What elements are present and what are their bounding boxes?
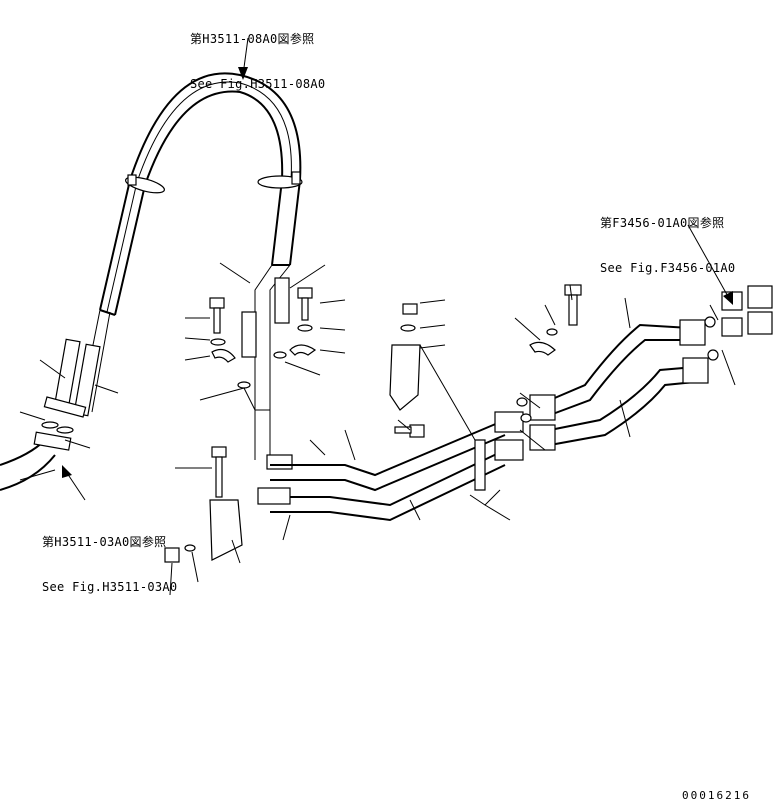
callout-top-hose-en: See Fig.H3511-08A0 bbox=[190, 77, 326, 91]
hose-clamp-right bbox=[257, 171, 303, 189]
callout-right-group: 第F3456-01A0図参照 See Fig.F3456-01A0 bbox=[600, 186, 735, 291]
right-hoses bbox=[529, 284, 709, 451]
callout-right-group-ja: 第F3456-01A0図参照 bbox=[600, 216, 725, 230]
hose-clamp-left bbox=[125, 174, 165, 194]
center-hoses bbox=[241, 264, 293, 470]
leader-lines bbox=[19, 262, 736, 596]
drawing-number: 00016216 bbox=[682, 789, 751, 802]
right-fittings bbox=[704, 285, 773, 361]
callout-left-pipe-ja: 第H3511-03A0図参照 bbox=[42, 535, 167, 549]
bolt-set-left bbox=[209, 287, 317, 389]
bracket-bottom-left bbox=[164, 446, 243, 563]
callout-left-pipe-en: See Fig.H3511-03A0 bbox=[42, 580, 178, 594]
hose-left-end bbox=[41, 309, 111, 434]
main-pipes bbox=[257, 411, 524, 522]
pipe-left bbox=[0, 431, 72, 491]
bracket-upper bbox=[389, 303, 486, 491]
callout-left-pipe: 第H3511-03A0図参照 See Fig.H3511-03A0 bbox=[42, 505, 177, 610]
callout-right-group-en: See Fig.F3456-01A0 bbox=[600, 261, 736, 275]
callout-top-hose: 第H3511-08A0図参照 See Fig.H3511-08A0 bbox=[190, 2, 325, 107]
callout-arrows bbox=[62, 37, 733, 501]
callout-top-hose-ja: 第H3511-08A0図参照 bbox=[190, 32, 315, 46]
hose-loop bbox=[99, 72, 302, 316]
o-rings bbox=[516, 397, 532, 423]
